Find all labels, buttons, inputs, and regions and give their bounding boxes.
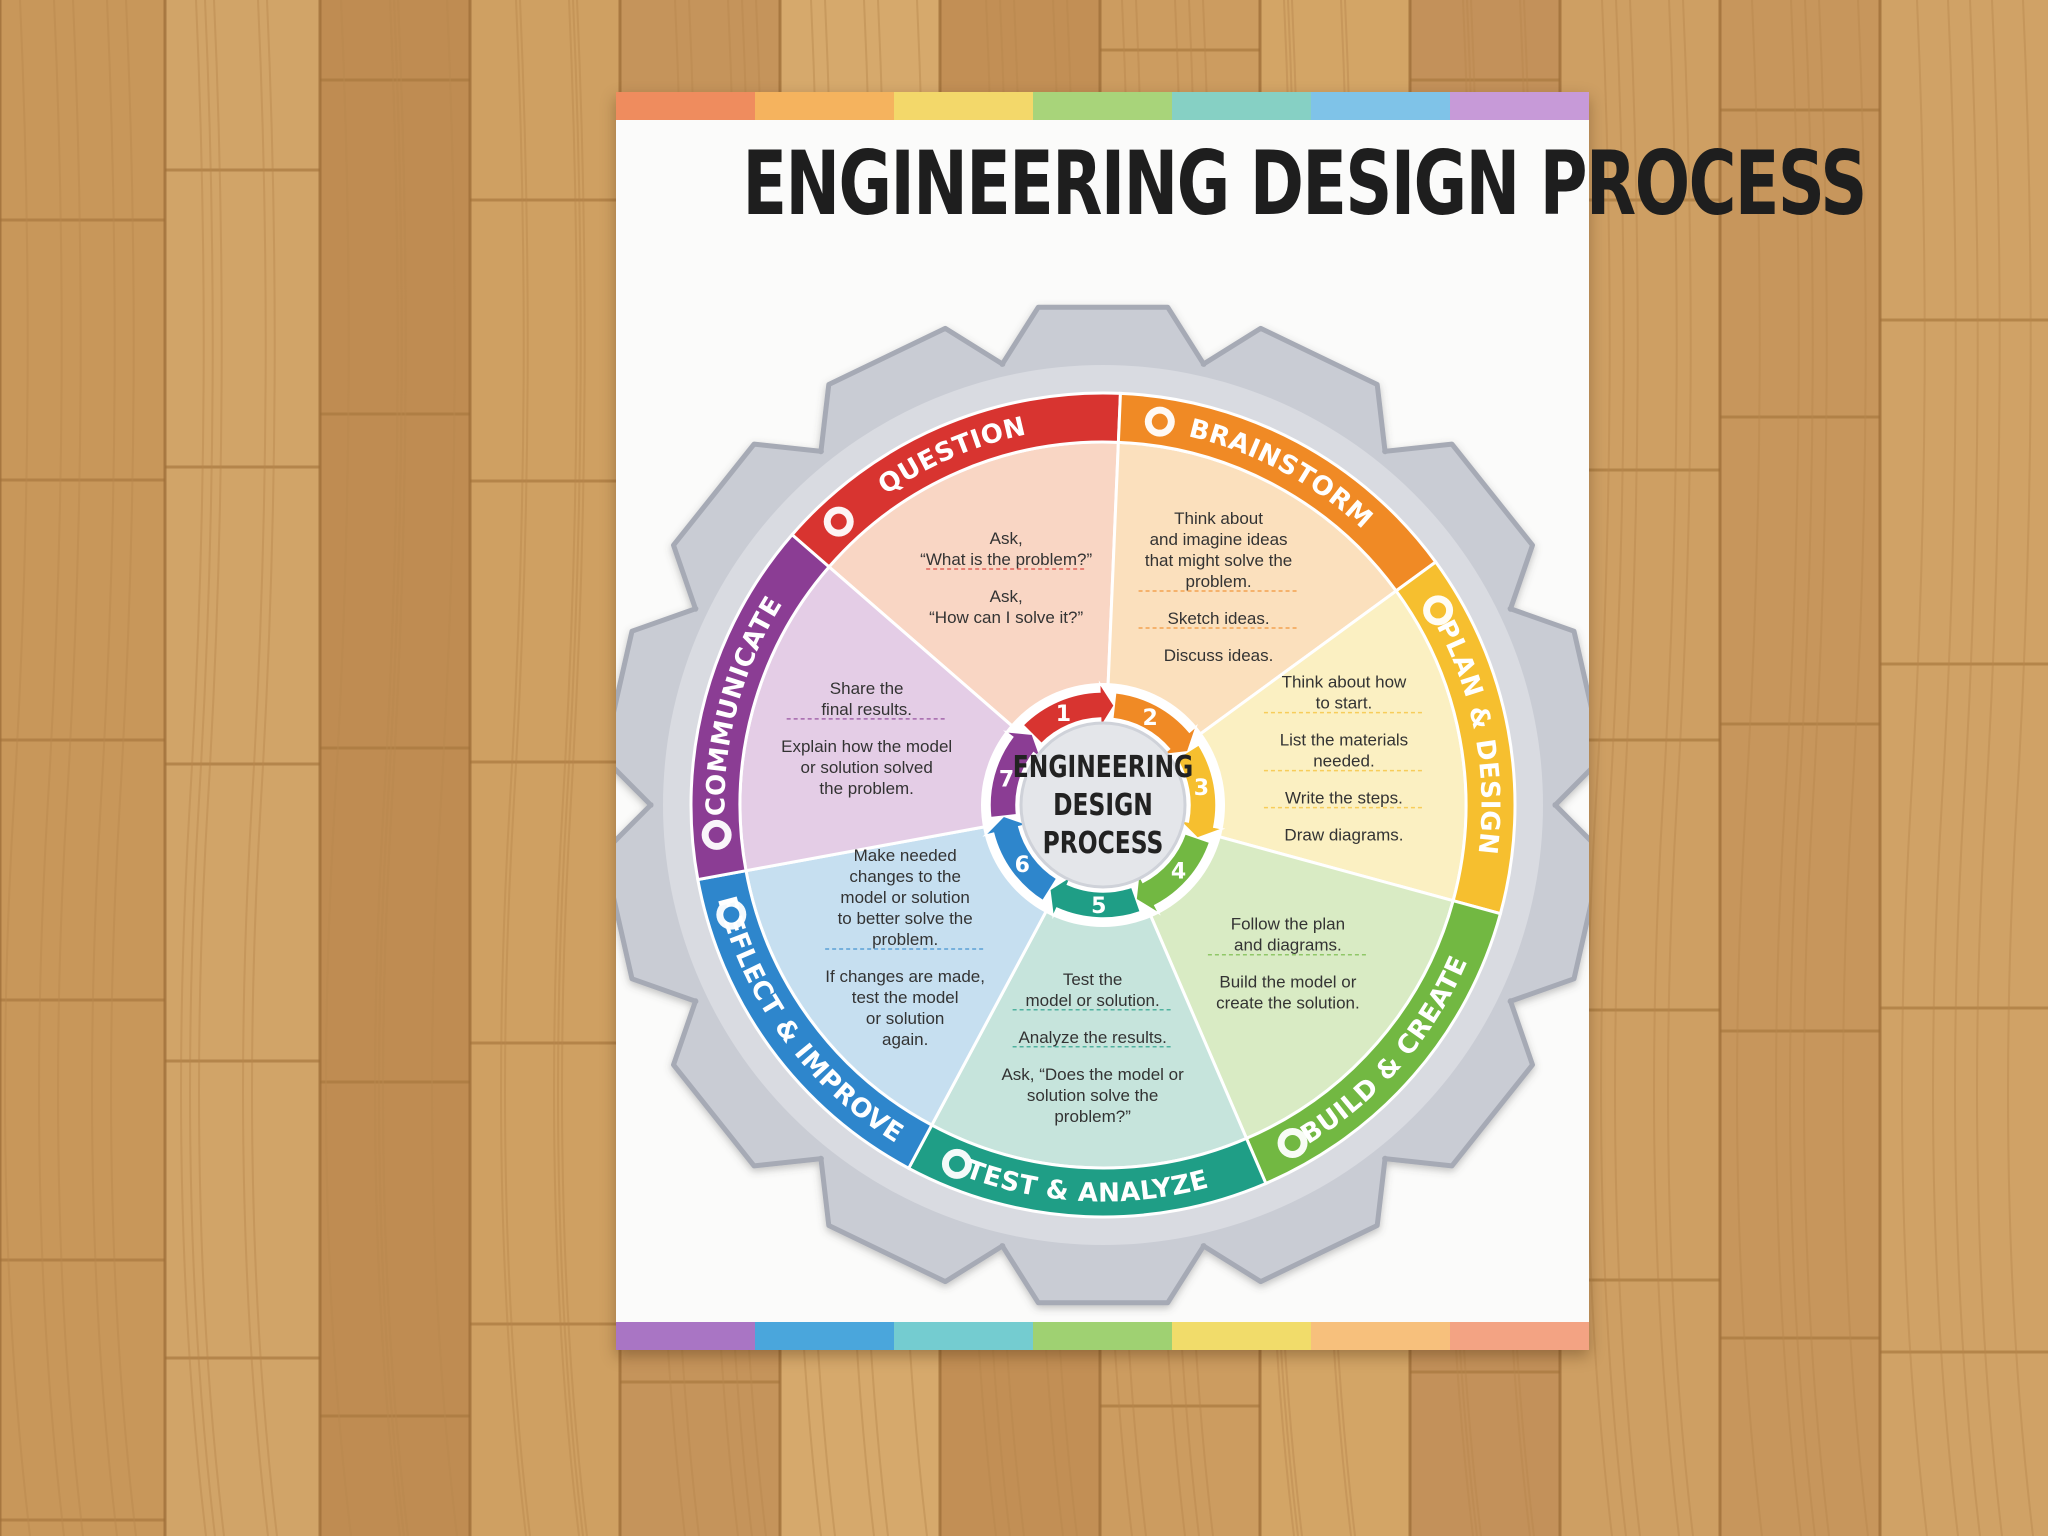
- question-bubble-icon: [823, 506, 854, 537]
- stage-2-text-line: that might solve the: [1145, 551, 1292, 570]
- stage-4-segment: [1147, 834, 1503, 1186]
- bottom-strip-segment-5: [1172, 1322, 1311, 1350]
- stage-7-text-line: Explain how the model: [781, 737, 952, 756]
- stage-6-text-line: test the model: [852, 988, 959, 1007]
- stage-6-number: 6: [1015, 853, 1030, 878]
- magnifier-check-icon: [941, 1148, 972, 1179]
- stage-4-text-line: and diagrams.: [1234, 936, 1342, 955]
- stage-7-text-line: final results.: [821, 700, 912, 719]
- stage-6-description: Make needed changes to the model or soluti…: [825, 846, 986, 1049]
- stage-5-cycle-arrow: [1048, 874, 1142, 920]
- stage-3-description: Think about how to start. List the materia…: [1263, 673, 1424, 845]
- stage-4-cycle-arrow: [1135, 832, 1211, 916]
- stage-4-number: 4: [1171, 860, 1186, 885]
- stage-4-text-line: Follow the plan: [1231, 915, 1345, 934]
- top-strip-segment-2: [755, 92, 894, 120]
- stage-6-text-line: to better solve the: [838, 909, 973, 928]
- stage-1-text-line: Ask,: [990, 587, 1023, 606]
- stage-3-text-line: Think about how: [1282, 673, 1407, 692]
- stage-5-text-line: Analyze the results.: [1018, 1028, 1166, 1047]
- stage-3-number: 3: [1194, 776, 1209, 801]
- center-label-line: PROCESS: [1043, 826, 1164, 861]
- puzzle-piece-icon: [1277, 1127, 1308, 1158]
- stage-6-text-line: If changes are made,: [825, 967, 985, 986]
- stage-4-text-line: create the solution.: [1216, 994, 1360, 1013]
- stage-3-text-line: Draw diagrams.: [1284, 826, 1403, 845]
- bottom-strip-segment-4: [1033, 1322, 1172, 1350]
- stage-2-description: Think about and imagine ideas that might s…: [1138, 509, 1299, 665]
- stage-5-text-line: model or solution.: [1026, 991, 1160, 1010]
- stage-2-text-line: Think about: [1174, 509, 1263, 528]
- top-strip-segment-5: [1172, 92, 1311, 120]
- bottom-strip-segment-7: [1450, 1322, 1589, 1350]
- stage-1-text-line: “How can I solve it?”: [929, 608, 1083, 627]
- stage-1-number: 1: [1056, 702, 1071, 727]
- stage-6-text-line: or solution: [866, 1009, 944, 1028]
- stage-7-text-line: or solution solved: [801, 758, 933, 777]
- stage-5-text-line: Ask, “Does the model or: [1001, 1065, 1184, 1084]
- top-strip-segment-1: [616, 92, 755, 120]
- apple-icon: [701, 819, 732, 850]
- stage-6-text-line: problem.: [872, 930, 938, 949]
- center-label-line: DESIGN: [1053, 788, 1153, 823]
- lightbulb-icon: [1144, 406, 1175, 437]
- stage-3-text-line: to start.: [1316, 694, 1373, 713]
- stage-6-text-line: again.: [882, 1030, 928, 1049]
- stage-3-text-line: List the materials: [1280, 731, 1409, 750]
- stage-1-description: Ask, “What is the problem?” Ask, “How can I…: [920, 529, 1092, 627]
- poster-title: ENGINEERING DESIGN PROCESS: [742, 132, 1867, 235]
- stage-6-cycle-arrow: [982, 815, 1058, 902]
- bottom-color-strip: [616, 1322, 1589, 1350]
- top-strip-segment-3: [894, 92, 1033, 120]
- stage-4-text-line: Build the model or: [1219, 973, 1356, 992]
- stage-7-text-line: Share the: [830, 679, 904, 698]
- stage-7-text-line: the problem.: [819, 779, 914, 798]
- stage-2-number: 2: [1143, 706, 1158, 731]
- stage-5-text-line: solution solve the: [1027, 1086, 1158, 1105]
- stage-2-text-line: and imagine ideas: [1150, 530, 1288, 549]
- stage-3-text-line: needed.: [1313, 752, 1374, 771]
- bottom-strip-segment-2: [755, 1322, 894, 1350]
- stage-5-text-line: Test the: [1063, 970, 1123, 989]
- stage-5-segment: [906, 907, 1268, 1219]
- stage-2-text-line: Sketch ideas.: [1168, 609, 1270, 628]
- stage-6-text-line: changes to the: [849, 867, 961, 886]
- stage-6-text-line: Make needed: [854, 846, 957, 865]
- wrench-icon: [716, 899, 747, 930]
- stage-7-number: 7: [999, 768, 1014, 793]
- top-strip-segment-6: [1311, 92, 1450, 120]
- stage-1-text-line: Ask,: [990, 529, 1023, 548]
- stage-2-cycle-arrow: [1111, 691, 1198, 756]
- bottom-strip-segment-1: [616, 1322, 755, 1350]
- top-strip-segment-4: [1033, 92, 1172, 120]
- pencil-ruler-icon: [1423, 595, 1454, 626]
- stage-2-text-line: Discuss ideas.: [1164, 646, 1274, 665]
- stage-7-cycle-arrow: [989, 730, 1043, 819]
- stage-5-text-line: problem?”: [1054, 1107, 1131, 1126]
- stage-1-text-line: “What is the problem?”: [920, 550, 1092, 569]
- top-strip-segment-7: [1450, 92, 1589, 120]
- center-label-line: ENGINEERING: [1013, 750, 1193, 785]
- stage-2-text-line: problem.: [1185, 572, 1251, 591]
- stage-5-number: 5: [1091, 894, 1106, 919]
- stage-3-cycle-arrow: [1175, 743, 1226, 839]
- bottom-strip-segment-3: [894, 1322, 1033, 1350]
- stage-4-description: Follow the plan and diagrams. Build the mo…: [1207, 915, 1368, 1013]
- bottom-strip-segment-6: [1311, 1322, 1450, 1350]
- stage-5-description: Test the model or solution. Analyze the re…: [1001, 970, 1184, 1126]
- stage-7-description: Share the final results. Explain how the m…: [781, 679, 952, 798]
- top-color-strip: [616, 92, 1589, 120]
- stage-6-text-line: model or solution: [840, 888, 969, 907]
- stage-1-cycle-arrow: [1022, 680, 1116, 745]
- stage-3-text-line: Write the steps.: [1285, 789, 1403, 808]
